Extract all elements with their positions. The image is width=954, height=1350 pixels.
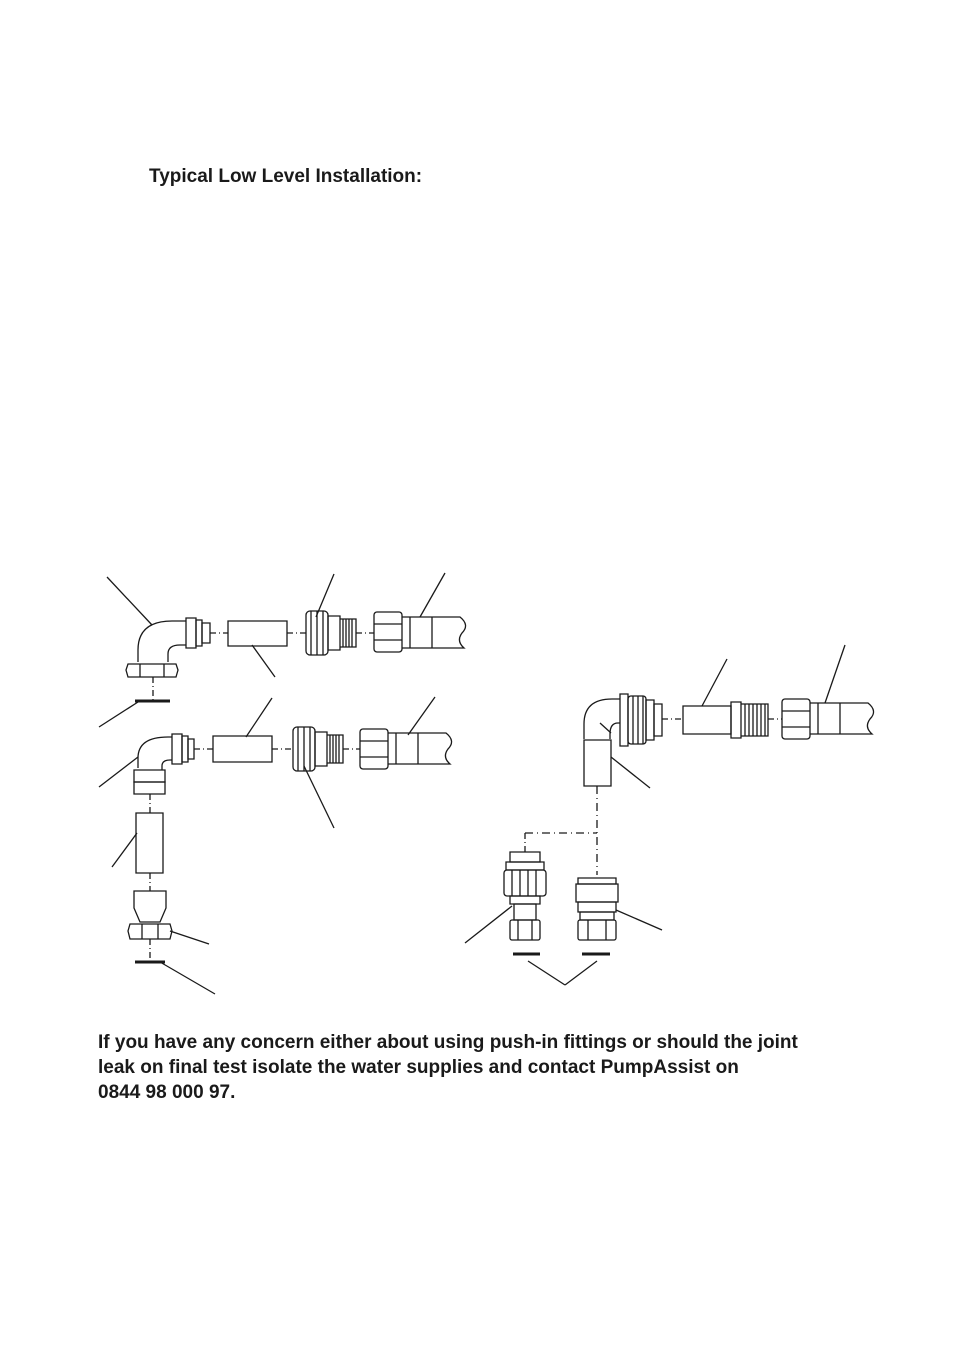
top-left-assembly bbox=[99, 573, 466, 727]
copper-pipe bbox=[402, 617, 466, 648]
compression-nut bbox=[782, 699, 810, 739]
compression-nut bbox=[360, 729, 388, 769]
notice-line-2: leak on final test isolate the water sup… bbox=[98, 1057, 739, 1078]
compression-nut bbox=[374, 612, 402, 652]
lower-fitting bbox=[134, 891, 166, 922]
middle-left-assembly bbox=[99, 697, 452, 994]
copper-pipe bbox=[388, 733, 452, 764]
support-notice: If you have any concern either about usi… bbox=[98, 1030, 878, 1105]
pipe-stub bbox=[683, 706, 731, 734]
elbow-fitting bbox=[138, 621, 186, 662]
copper-pipe bbox=[810, 703, 874, 734]
notice-line-1: If you have any concern either about usi… bbox=[98, 1032, 798, 1053]
section-heading: Typical Low Level Installation: bbox=[149, 166, 423, 187]
elbow-collar bbox=[186, 618, 196, 648]
lower-nut bbox=[128, 924, 172, 939]
pipe-stub bbox=[228, 621, 287, 646]
straight-coupling-right bbox=[576, 878, 618, 940]
tap-connector bbox=[293, 727, 343, 771]
vertical-pipe-stub bbox=[136, 813, 163, 873]
elbow-nut bbox=[126, 664, 178, 677]
pipe-stub bbox=[213, 736, 272, 762]
straight-coupling-left bbox=[504, 852, 546, 940]
right-assembly bbox=[465, 645, 874, 985]
notice-line-3: 0844 98 000 97. bbox=[98, 1082, 236, 1103]
tap-connector bbox=[306, 611, 356, 655]
tap-connector bbox=[731, 702, 768, 738]
elbow-fitting bbox=[138, 737, 172, 770]
vertical-pipe-stub bbox=[584, 740, 611, 786]
vertical-collar bbox=[134, 770, 165, 782]
elbow-fitting bbox=[584, 699, 620, 739]
